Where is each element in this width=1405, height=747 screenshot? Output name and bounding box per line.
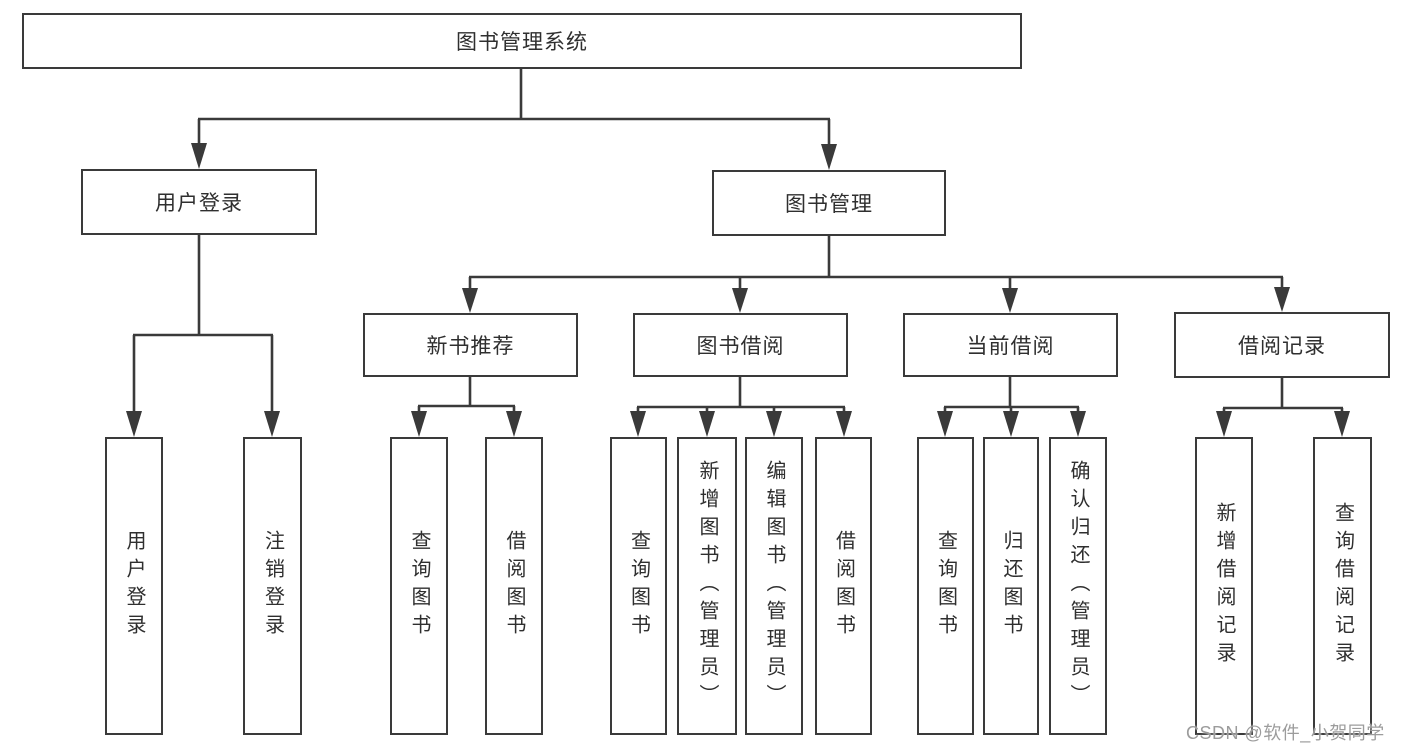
node-new-book-recommend: 新书推荐 — [363, 313, 578, 377]
leaf-newrec-borrow-books-label: 借阅图书 — [503, 530, 525, 642]
node-book-management-branch-label: 图书管理 — [785, 193, 873, 216]
leaf-user-login: 用户登录 — [105, 437, 163, 735]
leaf-newrec-query-books: 查询图书 — [390, 437, 448, 735]
node-library-management-system: 图书管理系统 — [22, 13, 1022, 69]
leaf-user-login-label: 用户登录 — [123, 530, 145, 642]
node-borrowing-records: 借阅记录 — [1174, 312, 1390, 378]
leaf-newrec-borrow-books: 借阅图书 — [485, 437, 543, 735]
leaf-current-query-books: 查询图书 — [917, 437, 974, 735]
leaf-borrow-edit-books-admin-label: 编辑图书（管理员） — [763, 460, 785, 712]
node-user-login-branch: 用户登录 — [81, 169, 317, 235]
leaf-records-add-borrow-record: 新增借阅记录 — [1195, 437, 1253, 735]
leaf-current-return-books-label: 归还图书 — [1000, 530, 1022, 642]
leaf-records-query-borrow-record-label: 查询借阅记录 — [1331, 502, 1354, 670]
node-borrowing-records-label: 借阅记录 — [1238, 335, 1326, 358]
node-library-management-system-label: 图书管理系统 — [456, 31, 588, 54]
node-book-borrowing-label: 图书借阅 — [696, 335, 785, 358]
leaf-logout: 注销登录 — [243, 437, 302, 735]
node-current-borrowing-label: 当前借阅 — [966, 335, 1055, 358]
leaf-records-add-borrow-record-label: 新增借阅记录 — [1213, 502, 1235, 670]
leaf-borrow-query-books-label: 查询图书 — [627, 530, 650, 642]
node-book-borrowing: 图书借阅 — [633, 313, 848, 377]
leaf-current-confirm-return-admin-label: 确认归还（管理员） — [1067, 460, 1089, 712]
leaf-borrow-borrow-books-label: 借阅图书 — [832, 530, 855, 642]
leaf-borrow-add-books-admin: 新增图书（管理员） — [677, 437, 737, 735]
leaf-borrow-edit-books-admin: 编辑图书（管理员） — [745, 437, 803, 735]
node-new-book-recommend-label: 新书推荐 — [426, 335, 515, 358]
leaf-current-confirm-return-admin: 确认归还（管理员） — [1049, 437, 1107, 735]
leaf-newrec-query-books-label: 查询图书 — [408, 530, 430, 642]
leaf-borrow-borrow-books: 借阅图书 — [815, 437, 872, 735]
leaf-records-query-borrow-record: 查询借阅记录 — [1313, 437, 1372, 735]
leaf-logout-label: 注销登录 — [261, 530, 284, 642]
csdn-watermark: CSDN @软件_小贺同学 — [1186, 723, 1385, 743]
node-current-borrowing: 当前借阅 — [903, 313, 1118, 377]
leaf-current-query-books-label: 查询图书 — [934, 530, 957, 642]
leaf-current-return-books: 归还图书 — [983, 437, 1039, 735]
leaf-borrow-add-books-admin-label: 新增图书（管理员） — [696, 460, 718, 712]
node-user-login-branch-label: 用户登录 — [155, 192, 243, 215]
leaf-borrow-query-books: 查询图书 — [610, 437, 667, 735]
node-book-management-branch: 图书管理 — [712, 170, 946, 236]
